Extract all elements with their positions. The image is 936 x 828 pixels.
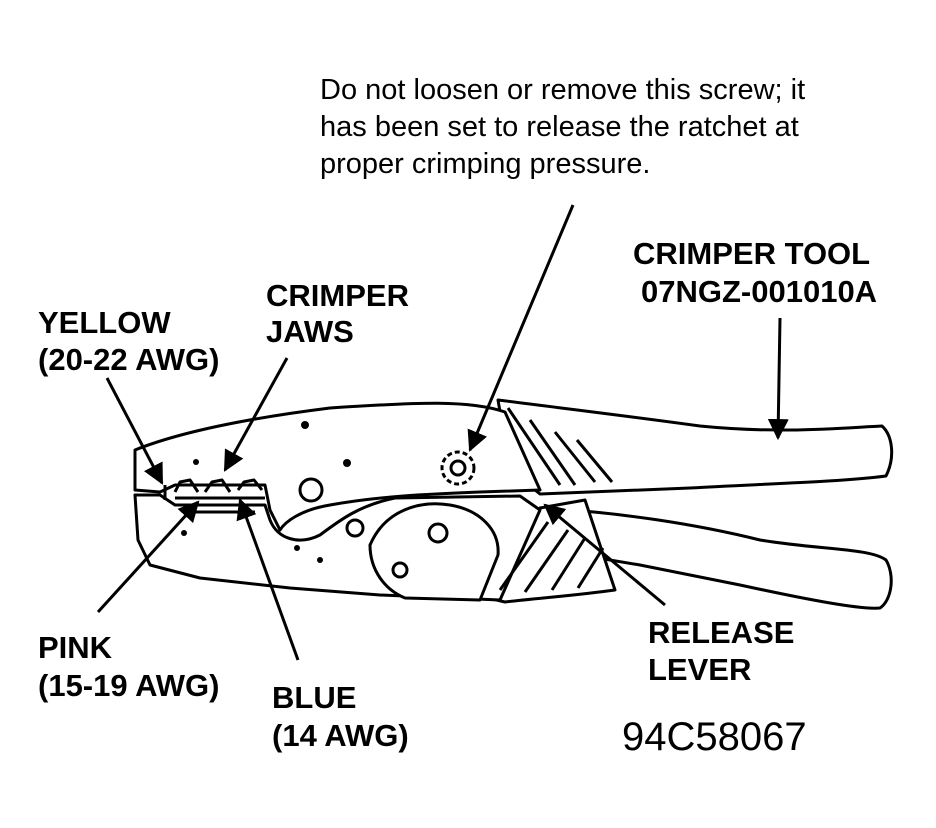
leader-jaws [223,357,289,472]
lower-handle [518,506,893,610]
tool-name-label: CRIMPER TOOL [633,236,871,271]
yellow-label-line1: YELLOW [38,305,171,340]
leader-blue [236,498,300,661]
pink-label-line2: (15-19 AWG) [38,668,220,703]
leader-yellow [105,377,164,485]
tool-part-number-label: 07NGZ-001010A [641,274,878,309]
blue-label-line1: BLUE [272,680,357,715]
link-plate [368,502,500,602]
release-lever-label-line2: LEVER [648,652,752,687]
note-line: Do not loosen or remove this screw; it [320,74,806,106]
figure-id: 94C58067 [622,715,807,759]
crimper-jaws-label-line2: JAWS [266,314,354,349]
upper-handle [496,398,894,496]
leader-screw [467,204,575,452]
release-lever-label-line1: RELEASE [648,615,795,650]
main-pivot [298,477,324,503]
note-line: proper crimping pressure. [320,148,651,180]
note-line: has been set to release the ratchet at [320,111,799,143]
leader-pink [96,500,200,614]
leader-tool [767,317,789,441]
yellow-label-line2: (20-22 AWG) [38,342,220,377]
crimper-jaws-label-line1: CRIMPER [266,278,409,313]
blue-label-line2: (14 AWG) [272,718,409,753]
release-lever [486,498,617,604]
screw-warning-note: Do not loosen or remove this screw; it h… [320,72,805,183]
leader-release [543,503,666,607]
pink-label-line1: PINK [38,630,113,665]
